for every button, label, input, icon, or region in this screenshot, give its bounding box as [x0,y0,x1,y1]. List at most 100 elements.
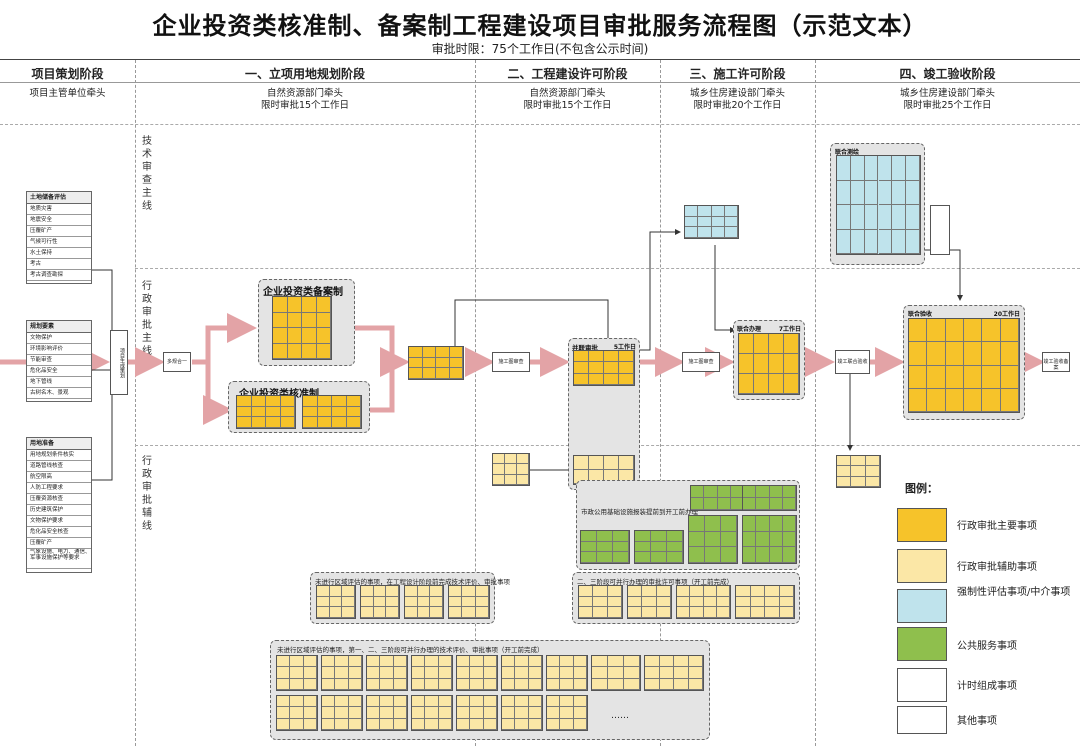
card-cell [756,516,770,532]
card-cell [685,216,699,228]
card-cell [689,516,705,532]
list-item: 地下管线 [27,377,91,388]
pending-card [411,655,453,691]
card-cell [483,718,497,730]
card-cell [581,531,597,542]
card-cell [316,297,331,313]
card-cell [405,596,418,608]
card-cell [756,498,770,510]
card-cell [409,357,423,369]
card-cell [656,596,671,608]
time-limit: 限时审批15个工作日 [523,100,612,111]
card-cell [607,596,622,608]
card-cell [290,718,304,730]
card-cell [604,351,619,363]
legend-swatch-other [897,706,947,734]
card-cell [906,229,920,254]
card-cell [422,347,436,358]
card-cell [348,667,362,679]
card-cell [703,596,717,608]
card-cell [1000,388,1019,412]
card-cell [332,417,347,428]
card-cell [560,678,574,690]
legend-swatch-main [897,508,947,542]
card-cell [438,667,452,679]
card-cell [380,696,394,708]
card-cell [528,696,542,708]
card-cell [386,596,399,608]
card-cell [425,667,439,679]
card-cell [659,678,674,690]
group-title: 企业投资类核准制 [239,385,319,400]
card-cell [290,707,304,719]
card-cell [945,365,964,389]
card-cell [635,552,651,563]
card-cell [779,596,794,608]
card-cell [425,678,439,690]
card-cell [361,596,374,608]
work-permit-node: 施工图审查 [682,352,720,372]
list-item: 压覆矿产 [27,226,91,237]
legend-title: 图例： [905,482,938,495]
card-cell [277,678,291,690]
card-cell [704,486,718,498]
card-cell [502,707,516,719]
card-cell [736,586,751,597]
pending-card [546,695,588,731]
card-cell [909,342,928,366]
card-cell [721,516,737,532]
card-cell [430,607,443,618]
card-cell [302,328,317,344]
card-cell [613,552,629,563]
card-cell [502,678,516,690]
card-cell [417,596,431,608]
card-cell [547,667,561,679]
card-cell [642,607,657,618]
card-cell [237,406,252,418]
card-cell [769,531,783,548]
card-cell [642,596,657,608]
lane-label-tech-review: 技术审查主线 [141,135,153,213]
legend-label: 计时组成事项 [957,681,1017,692]
card-cell [290,696,304,708]
card-cell [412,718,426,730]
card-cell [303,406,318,418]
card-cell [927,319,946,343]
card-cell [574,362,589,374]
card-cell [373,607,387,618]
card-cell [457,656,471,668]
lane-label-admin-aux: 行政审批辅线 [141,455,153,533]
card-cell [688,656,703,668]
card-cell [348,707,362,719]
card-cell [303,707,317,719]
header-bottom-rule [0,124,1080,125]
legend-swatch-aux [897,549,947,583]
card-cell [677,607,691,618]
drawing-review-node: 施工图审查 [492,352,530,372]
list-item: 地质灾害 [27,204,91,215]
card-cell [367,707,381,719]
phase-lead-planning: 项目主管单位牵头 [0,88,135,100]
card-cell [613,531,629,542]
card-cell [462,596,476,608]
card-cell [754,374,769,394]
public-service-card [742,515,797,564]
card-cell [628,586,643,597]
card-cell [317,607,330,618]
card-cell [964,365,983,389]
survey-list-land: 土地储备评估 地质灾害 地震安全 压覆矿产 气候可行性 水土保持 考古 考古调查… [26,191,92,284]
list-item: 人防工程要求 [27,483,91,494]
lead-dept: 自然资源部门牵头 [529,88,606,99]
phase-divider [475,60,476,746]
card-cell [677,596,691,608]
card-cell [1000,342,1019,366]
card-cell [412,667,426,679]
card-cell [705,516,721,532]
card-cell [449,368,463,379]
card-cell [373,596,387,608]
card-cell [597,541,613,553]
phase-lead-work-permit: 城乡住房建设部门牵头限时审批20个工作日 [660,88,815,112]
group-note: 未进行区域评估的事项，在工程设计阶段前完成技术评价、审批事项 [315,578,510,586]
card-cell [581,552,597,563]
card-cell [597,531,613,542]
